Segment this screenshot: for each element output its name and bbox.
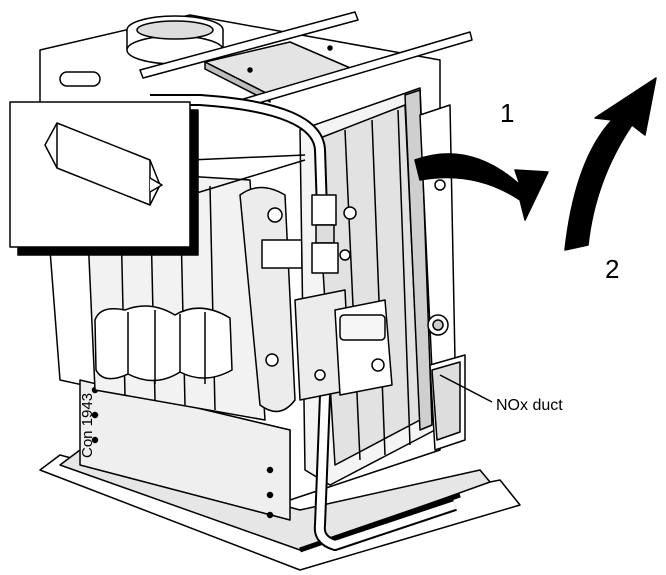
label-nox-duct: NOx duct bbox=[496, 397, 563, 414]
nox-duct bbox=[429, 354, 466, 451]
left-tube bbox=[59, 71, 101, 87]
nox-leader bbox=[439, 374, 493, 403]
side-bracket bbox=[239, 186, 303, 413]
valve-fitting bbox=[311, 194, 357, 274]
label-figure-code: Con 1943 bbox=[79, 393, 96, 458]
arrow-1 bbox=[414, 153, 549, 221]
flue-collar bbox=[126, 15, 224, 65]
inset-leader bbox=[189, 154, 306, 196]
gas-valve bbox=[294, 289, 393, 401]
label-step-1: 1 bbox=[500, 98, 514, 128]
top-rails bbox=[139, 11, 473, 109]
arrow-2 bbox=[564, 77, 657, 251]
gas-pipe bbox=[150, 94, 457, 551]
top-plate bbox=[204, 41, 356, 103]
label-step-2: 2 bbox=[605, 254, 619, 284]
inset-detail bbox=[9, 101, 199, 256]
